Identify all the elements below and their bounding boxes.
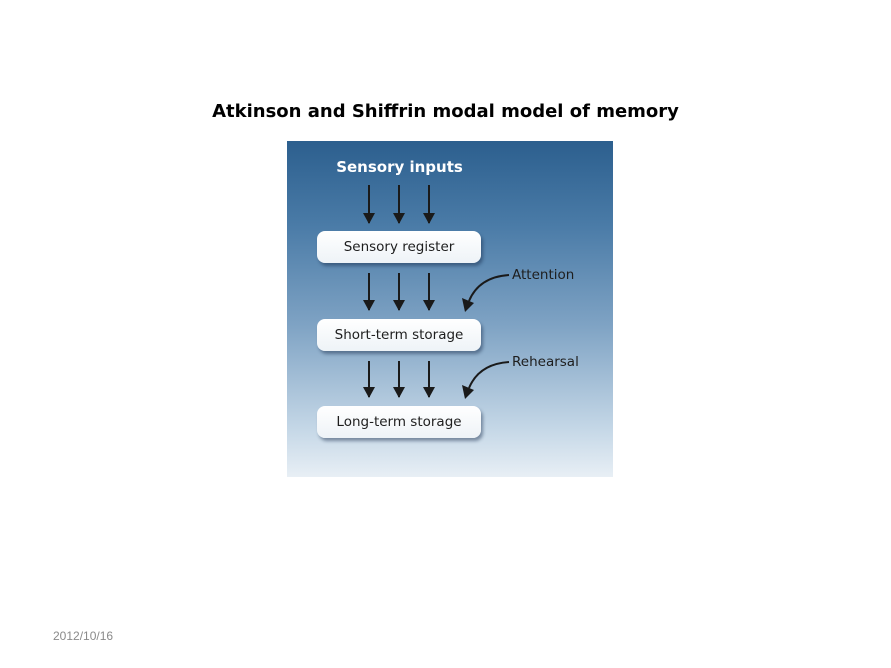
attention-arrows <box>363 273 510 312</box>
slide-date: 2012/10/16 <box>53 629 114 643</box>
input-arrows <box>363 185 435 224</box>
sr-arrowhead-2 <box>393 300 405 311</box>
rehearsal-arrows <box>363 361 510 399</box>
short-term-storage-box: Short-term storage <box>317 319 481 351</box>
attention-curve-arrow <box>468 274 510 302</box>
attention-arrowhead <box>462 298 474 312</box>
flow-arrows <box>363 185 510 399</box>
attention-label: Attention <box>512 267 575 283</box>
input-arrowhead-1 <box>363 213 375 224</box>
memory-model-diagram: Sensory inputs Sensory register Short-te… <box>287 141 613 477</box>
sensory-inputs-label: Sensory inputs <box>336 158 463 176</box>
sr-arrowhead-3 <box>423 300 435 311</box>
slide-title: Atkinson and Shiffrin modal model of mem… <box>212 101 679 122</box>
sts-arrowhead-3 <box>423 387 435 398</box>
sr-arrowhead-1 <box>363 300 375 311</box>
input-arrowhead-3 <box>423 213 435 224</box>
sts-arrowhead-1 <box>363 387 375 398</box>
sensory-register-box: Sensory register <box>317 231 481 263</box>
rehearsal-label: Rehearsal <box>512 354 579 370</box>
input-arrowhead-2 <box>393 213 405 224</box>
rehearsal-curve-arrow <box>468 361 510 389</box>
long-term-storage-box: Long-term storage <box>317 406 481 438</box>
rehearsal-arrowhead <box>462 385 474 399</box>
sts-arrowhead-2 <box>393 387 405 398</box>
